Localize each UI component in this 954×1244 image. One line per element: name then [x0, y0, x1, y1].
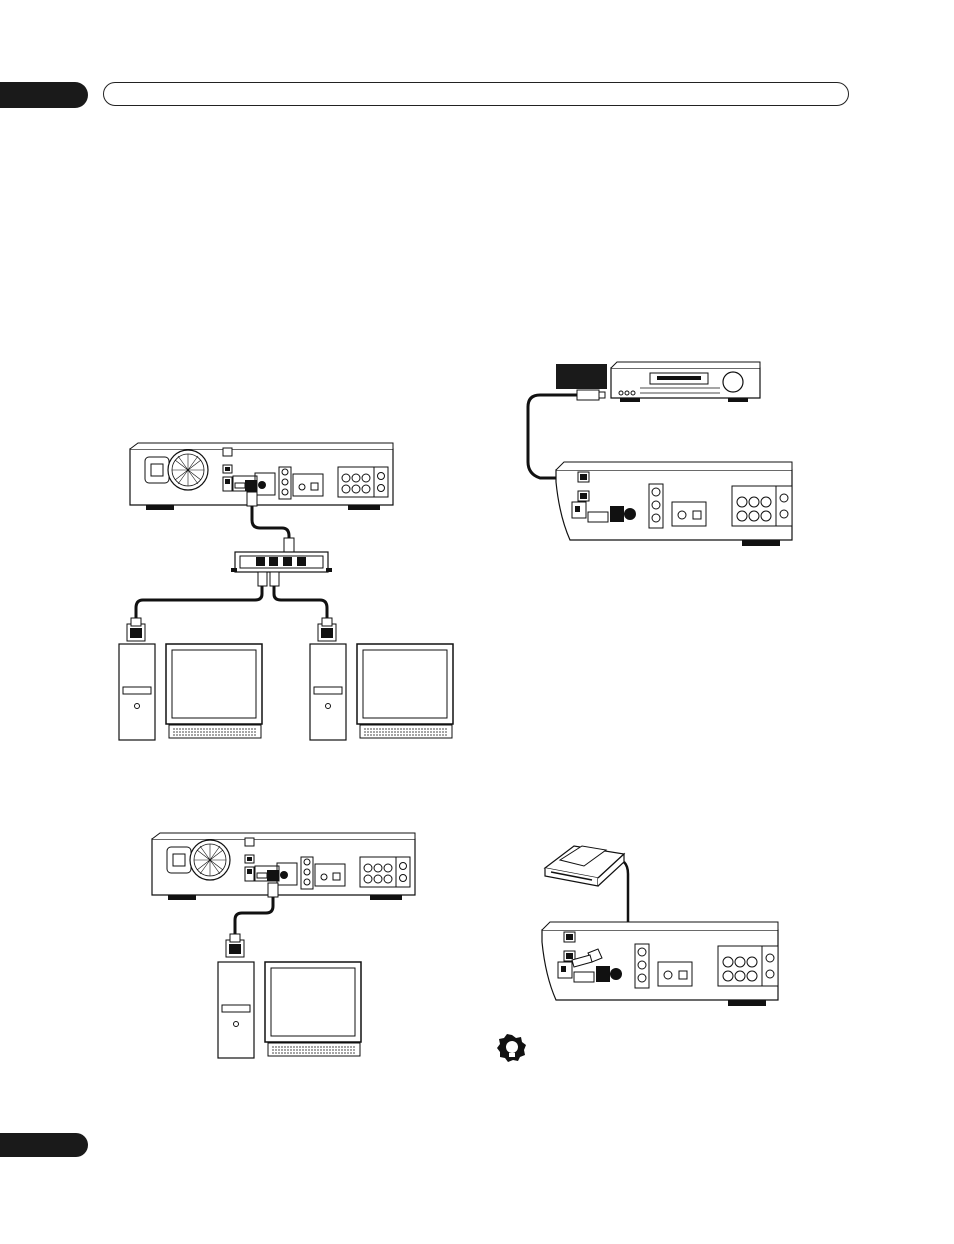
player-rear-panel [130, 443, 393, 510]
computer-left [119, 644, 262, 740]
computer [218, 962, 361, 1058]
computer-right [310, 644, 453, 740]
audio-component [611, 362, 760, 402]
figure-usb-card-reader [542, 846, 778, 1006]
figure-direct-pc [152, 833, 415, 1058]
lightbulb-icon [497, 1034, 526, 1062]
player-rear-panel [152, 833, 415, 900]
figure-audio-component [528, 362, 792, 546]
component-label-box [556, 364, 607, 389]
figure-network-hub [119, 443, 453, 740]
network-hub [231, 552, 332, 572]
player-rear-panel [556, 462, 792, 546]
usb-card-reader [545, 846, 624, 886]
